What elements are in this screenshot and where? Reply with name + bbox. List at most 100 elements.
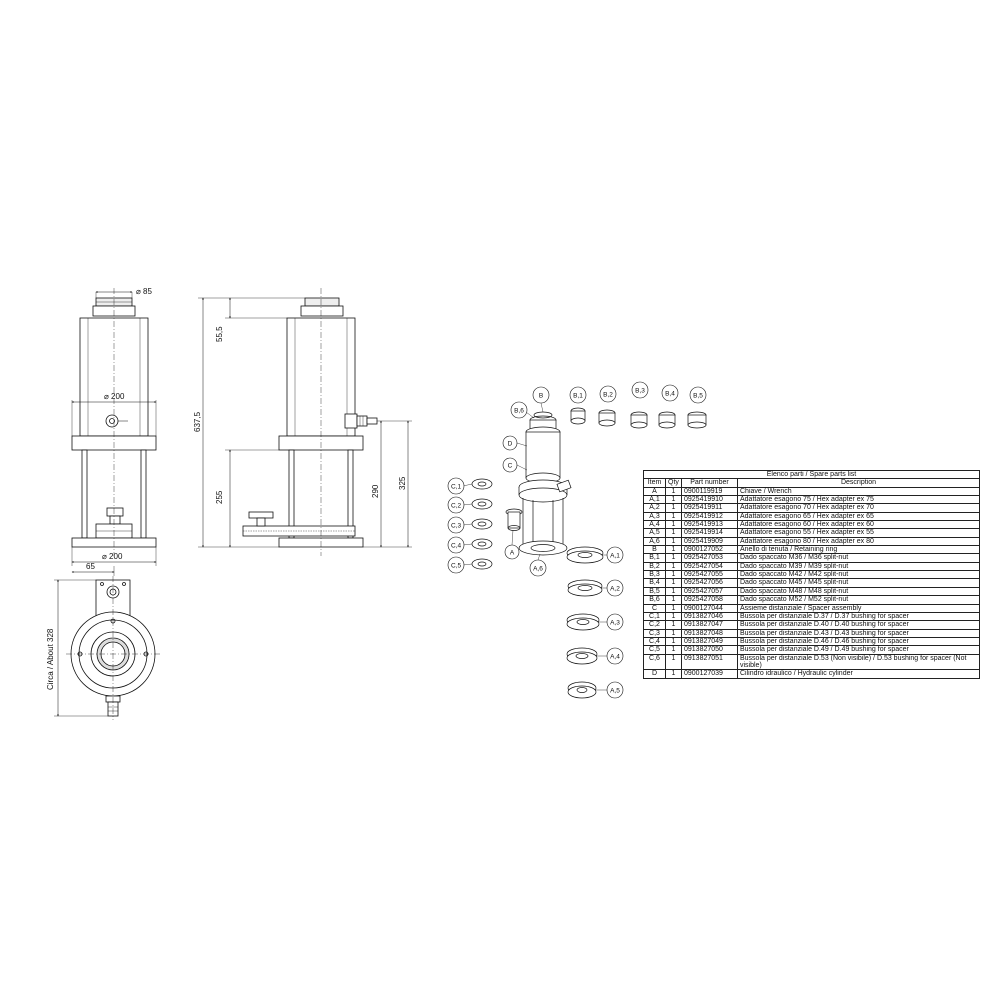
cell-item: B,6 — [643, 595, 666, 605]
dim-lower-height: 255 — [215, 490, 224, 504]
cell-item: C,2 — [643, 620, 666, 630]
exploded-view — [462, 402, 707, 699]
cell-description: Bussola per distanziale D.46 / D.46 bush… — [737, 636, 980, 647]
cell-qty: 1 — [665, 520, 682, 530]
cell-qty: 1 — [665, 669, 682, 679]
cell-description: Adattatore esagono 70 / Hex adapter ex 7… — [737, 503, 980, 513]
dim-top-height: 55,5 — [215, 326, 224, 342]
cell-qty: 1 — [665, 536, 682, 547]
cell-part-number: 0900127044 — [681, 603, 738, 613]
callout-a2: A,2 — [610, 586, 620, 593]
callout-a4: A,4 — [610, 654, 620, 661]
cell-part-number: 0925427054 — [681, 561, 738, 572]
callout-a3: A,3 — [610, 620, 620, 627]
cell-description: Dado spaccato M36 / M36 split-nut — [737, 553, 980, 563]
top-view — [54, 576, 160, 720]
cell-description: Adattatore esagono 60 / Hex adapter ex 6… — [737, 520, 980, 530]
cell-part-number: 0900127052 — [681, 545, 738, 555]
cell-item: B,4 — [643, 578, 666, 588]
cell-part-number: 0925427057 — [681, 586, 738, 597]
dim-about: Circa / About 328 — [46, 628, 55, 690]
cell-description: Chiave / Wrench — [737, 486, 980, 497]
cell-description: Dado spaccato M52 / M52 split-nut — [737, 595, 980, 605]
cell-qty: 1 — [665, 611, 682, 622]
cell-part-number: 0913827049 — [681, 636, 738, 647]
dim-total-height: 637,5 — [193, 411, 202, 432]
cell-qty: 1 — [665, 528, 682, 538]
cell-description: Assieme distanziale / Spacer assembly — [737, 603, 980, 613]
callout-c: C — [508, 463, 513, 470]
cell-item: C,6 — [643, 653, 666, 671]
cell-item: A,4 — [643, 520, 666, 530]
cell-qty: 1 — [665, 620, 682, 630]
cell-part-number: 0925427053 — [681, 553, 738, 563]
cell-description: Bussola per distanziale D.37 / D.37 bush… — [737, 611, 980, 622]
cell-item: B,1 — [643, 553, 666, 563]
side-view — [198, 288, 412, 556]
dim-offset: 65 — [86, 562, 95, 571]
cell-description: Dado spaccato M42 / M42 split-nut — [737, 570, 980, 580]
dim-top-diameter: ⌀ 85 — [136, 287, 152, 296]
cell-description: Dado spaccato M39 / M39 split-nut — [737, 561, 980, 572]
cell-item: A,2 — [643, 503, 666, 513]
cell-part-number: 0925419911 — [681, 503, 738, 513]
callout-d: D — [508, 441, 513, 448]
cell-qty: 1 — [665, 570, 682, 580]
cell-item: B — [643, 545, 666, 555]
cell-qty: 1 — [665, 595, 682, 605]
cell-description: Adattatore esagono 75 / Hex adapter ex 7… — [737, 495, 980, 505]
cell-qty: 1 — [665, 653, 682, 671]
cell-part-number: 0913827050 — [681, 645, 738, 655]
cell-part-number: 0925419914 — [681, 528, 738, 538]
cell-qty: 1 — [665, 645, 682, 655]
cell-description: Adattatore esagono 65 / Hex adapter ex 6… — [737, 511, 980, 522]
cell-qty: 1 — [665, 511, 682, 522]
cell-description: Anello di tenuta / Retaining ring — [737, 545, 980, 555]
header-part-number: Part number — [681, 478, 738, 488]
callout-b4: B,4 — [665, 391, 675, 398]
cell-qty: 1 — [665, 503, 682, 513]
cell-description: Bussola per distanziale D.53 (Non visibi… — [737, 653, 980, 671]
callout-a6: A,6 — [533, 566, 543, 573]
cell-item: A,3 — [643, 511, 666, 522]
dim-base-diameter: ⌀ 200 — [102, 552, 123, 561]
header-qty: Qty — [665, 478, 682, 488]
cell-part-number: 0913827051 — [681, 653, 738, 671]
cell-part-number: 0913827048 — [681, 628, 738, 638]
cell-item: A,5 — [643, 528, 666, 538]
callout-a5: A,5 — [610, 688, 620, 695]
cell-qty: 1 — [665, 561, 682, 572]
cell-item: D — [643, 669, 666, 679]
cell-item: B,5 — [643, 586, 666, 597]
callout-b2: B,2 — [603, 392, 613, 399]
cell-item: A — [643, 486, 666, 497]
cell-description: Cilindro idraulico / Hydraulic cylinder — [737, 669, 980, 679]
cell-qty: 1 — [665, 628, 682, 638]
callout-b6: B,6 — [514, 408, 524, 415]
cell-part-number: 0925419912 — [681, 511, 738, 522]
cell-description: Adattatore esagono 55 / Hex adapter ex 5… — [737, 528, 980, 538]
cell-part-number: 0900119919 — [681, 486, 738, 497]
callout-b5: B,5 — [693, 393, 703, 400]
cell-item: C,3 — [643, 628, 666, 638]
cell-item: B,2 — [643, 561, 666, 572]
cell-qty: 1 — [665, 603, 682, 613]
callout-b1: B,1 — [573, 393, 583, 400]
cell-description: Dado spaccato M48 / M48 split-nut — [737, 586, 980, 597]
